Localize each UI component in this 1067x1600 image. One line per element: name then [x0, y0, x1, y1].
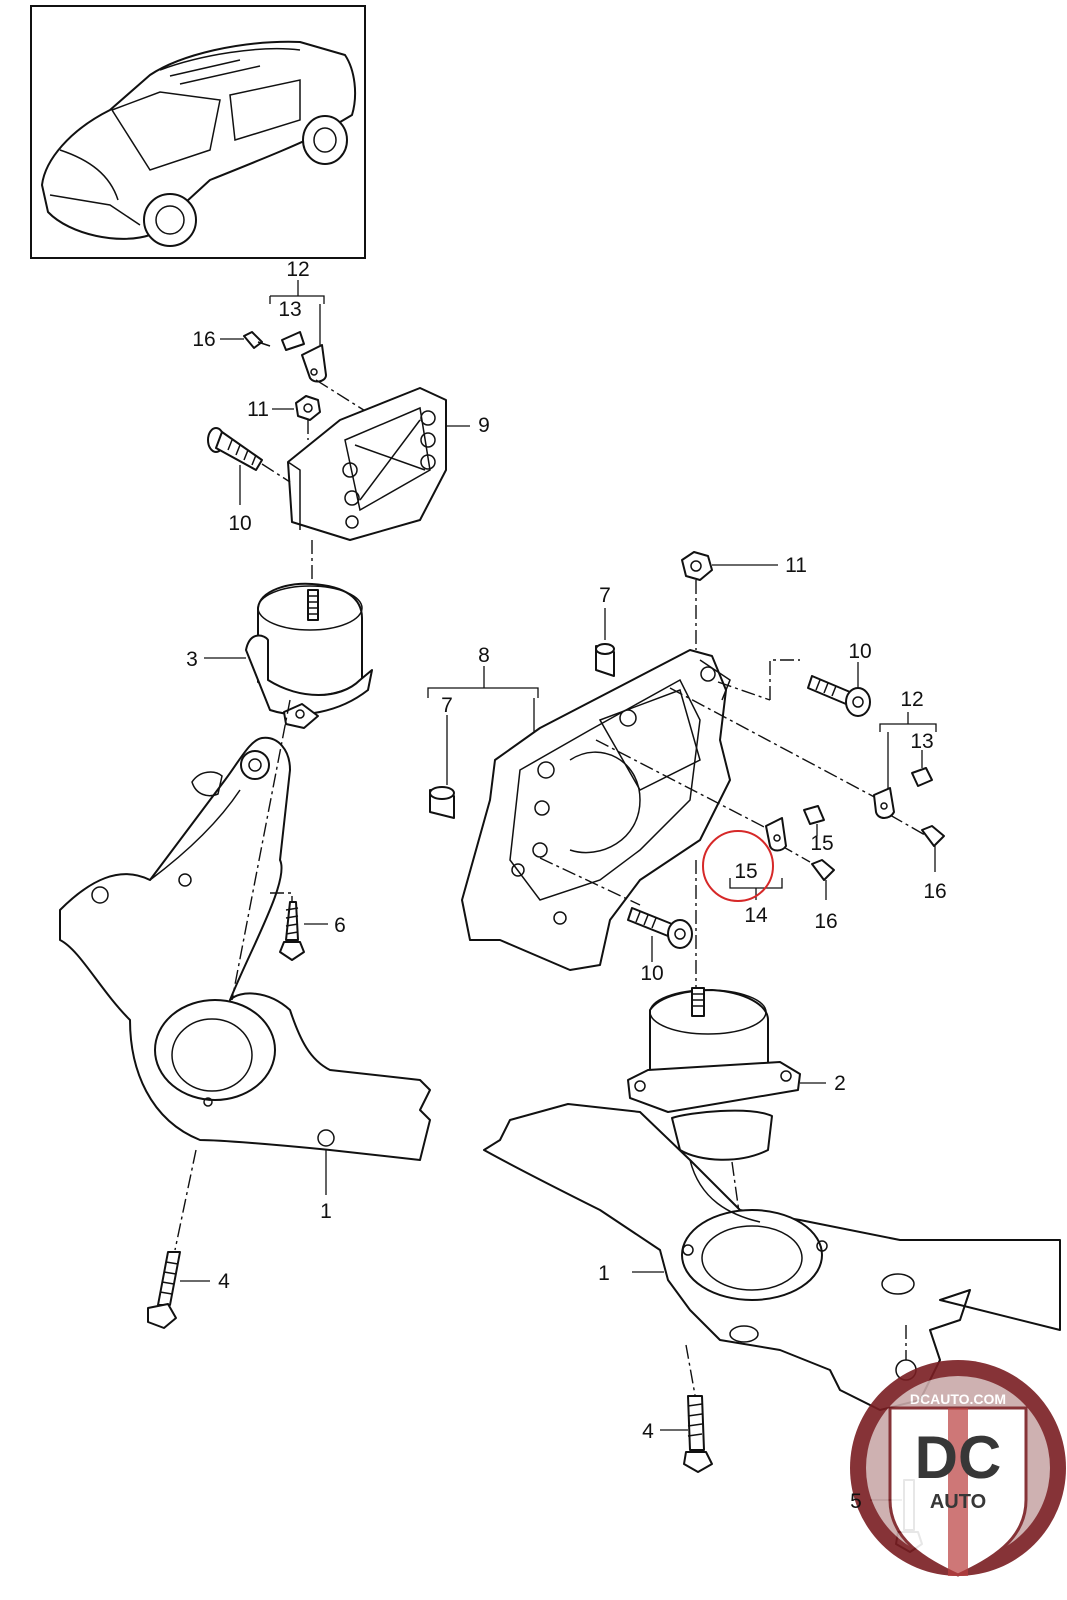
watermark-sub-text: AUTO: [930, 1491, 986, 1513]
callout-4-left: 4: [218, 1270, 230, 1293]
callout-10-left: 10: [228, 512, 251, 535]
callout-10-right-top: 10: [848, 640, 871, 663]
callout-13-left: 13: [278, 298, 301, 321]
callout-7-lower: 7: [441, 694, 453, 717]
left-subframe: [59, 699, 431, 1195]
right-small-clip-group: [702, 805, 835, 902]
left-nut: [272, 395, 321, 440]
callout-10-right-bottom: 10: [640, 962, 663, 985]
callout-15-circled: 15: [734, 860, 757, 883]
right-long-bolt: [660, 1344, 713, 1473]
callout-11-right: 11: [785, 554, 807, 577]
left-bracket-group: [220, 280, 371, 415]
callout-11-left: 11: [247, 398, 269, 421]
right-mount-bracket: [427, 649, 731, 990]
dcauto-watermark-logo: DCAUTO.COM DC AUTO: [850, 1360, 1066, 1577]
right-bracket-group: [873, 712, 945, 872]
callout-14: 14: [744, 904, 768, 927]
callout-16-mid: 16: [814, 910, 837, 933]
callout-15-a: 15: [810, 832, 833, 855]
callout-12-right: 12: [900, 688, 923, 711]
left-bolt: [207, 427, 313, 590]
callout-3: 3: [186, 648, 198, 671]
suv-car-icon: [41, 40, 357, 247]
callout-1-left: 1: [320, 1200, 332, 1223]
left-engine-mount: [204, 582, 373, 729]
callout-5: 5: [850, 1490, 862, 1513]
highlight-circle: [702, 830, 774, 902]
right-spacer-lower: [429, 715, 455, 819]
watermark-site-text: DCAUTO.COM: [910, 1391, 1006, 1407]
callout-16-right: 16: [923, 880, 946, 903]
callout-labels: 12 13 16 11 9 10 3 6 1 4 11 7 8 7 10 12 …: [186, 258, 947, 1513]
callout-4-right: 4: [642, 1420, 654, 1443]
right-bolt-upper: [807, 662, 871, 717]
right-nut: [681, 551, 778, 650]
left-long-bolt: [147, 1149, 210, 1329]
callout-12-left: 12: [286, 258, 309, 281]
watermark-brand-text: DC: [915, 1424, 1002, 1491]
callout-6: 6: [334, 914, 346, 937]
vehicle-thumbnail: [30, 5, 366, 259]
callout-9: 9: [478, 414, 490, 437]
right-bolt-lower: [627, 907, 693, 962]
callout-2: 2: [834, 1072, 846, 1095]
right-engine-mount: [627, 987, 826, 1256]
left-mount-bracket: [287, 387, 470, 541]
callout-16-left: 16: [192, 328, 215, 351]
left-screw: [270, 892, 328, 961]
callout-1-right: 1: [598, 1262, 610, 1285]
callout-13-right: 13: [910, 730, 933, 753]
callout-8: 8: [478, 644, 490, 667]
callout-7-upper: 7: [599, 584, 611, 607]
right-spacer-upper: [595, 608, 615, 677]
